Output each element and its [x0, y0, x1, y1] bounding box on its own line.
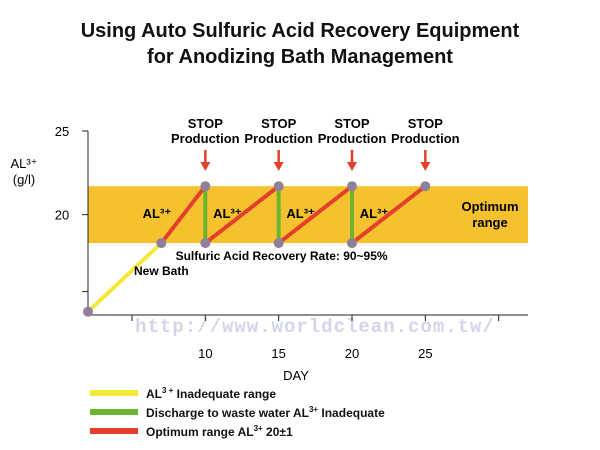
y-tick-label: 25 [55, 124, 69, 139]
x-tick-label: 25 [418, 346, 432, 361]
al-label: AL³⁺ [213, 206, 242, 221]
stop-label-production: Production [391, 131, 460, 146]
series-line-optimum [159, 184, 207, 245]
x-tick-label: 20 [345, 346, 359, 361]
series-line-optimum [350, 184, 427, 245]
stop-label-production: Production [318, 131, 387, 146]
legend-swatch-green [90, 409, 138, 415]
legend-label-discharge: Discharge to waste water AL3+ Inadequate [146, 404, 385, 420]
al-label: AL³⁺ [360, 206, 389, 221]
chart-plot: http://www.worldclean.com.tw/20 25 10 15 20 2… [10, 116, 528, 380]
stop-label: STOP [261, 116, 296, 131]
data-point [83, 306, 93, 317]
series-line-inadequate [86, 241, 163, 314]
stop-arrow-head [273, 162, 284, 171]
stop-label-production: Production [244, 131, 313, 146]
series-line-optimum [204, 184, 280, 245]
data-point [347, 181, 357, 192]
recovery-rate-label: Sulfuric Acid Recovery Rate: 90~95% [176, 249, 388, 263]
legend-item-discharge: Discharge to waste water AL3+ Inadequate [90, 403, 385, 421]
al-label: AL³⁺ [286, 206, 315, 221]
y-axis-label: AL³⁺ [10, 156, 37, 171]
legend-label-optimum: Optimum range AL3+ 20±1 [146, 423, 293, 439]
watermark-text: http://www.worldclean.com.tw/ [135, 316, 495, 338]
y-tick-label: 20 [55, 208, 69, 223]
legend-swatch-red [90, 428, 138, 434]
band-label-range: range [472, 215, 507, 230]
chart-title-line-2: for Anodizing Bath Management [147, 46, 453, 68]
stop-label: STOP [188, 116, 223, 131]
data-point [200, 238, 211, 249]
stop-arrow-head [420, 162, 431, 171]
data-point [273, 238, 284, 249]
stop-label-production: Production [171, 131, 240, 146]
stop-arrow-head [200, 162, 211, 171]
x-axis-label: DAY [283, 368, 309, 380]
stop-arrow-head [347, 162, 357, 171]
new-bath-label: New Bath [134, 264, 189, 278]
x-tick-label: 15 [271, 346, 285, 361]
x-tick-label: 10 [198, 346, 212, 361]
stop-label: STOP [334, 116, 369, 131]
data-point [156, 238, 167, 249]
data-point [420, 181, 431, 192]
data-point [347, 238, 357, 249]
stop-label: STOP [408, 116, 443, 131]
legend-label-inadequate: AL3 + Inadequate range [146, 385, 277, 401]
legend-item-inadequate: AL3 + Inadequate range [90, 384, 385, 402]
series-line-optimum [277, 184, 354, 245]
data-point [200, 181, 211, 192]
legend-item-optimum: Optimum range AL3+ 20±1 [90, 422, 385, 440]
chart-title-line-1: Using Auto Sulfuric Acid Recovery Equipm… [80, 20, 520, 42]
legend-swatch-yellow [90, 390, 138, 396]
band-label: Optimum [461, 199, 518, 214]
chart-legend: AL3 + Inadequate range Discharge to wast… [90, 384, 385, 441]
y-axis-unit: (g/l) [13, 172, 35, 187]
optimum-band [88, 186, 528, 244]
al-label: AL³⁺ [143, 206, 172, 221]
data-point [273, 181, 284, 192]
